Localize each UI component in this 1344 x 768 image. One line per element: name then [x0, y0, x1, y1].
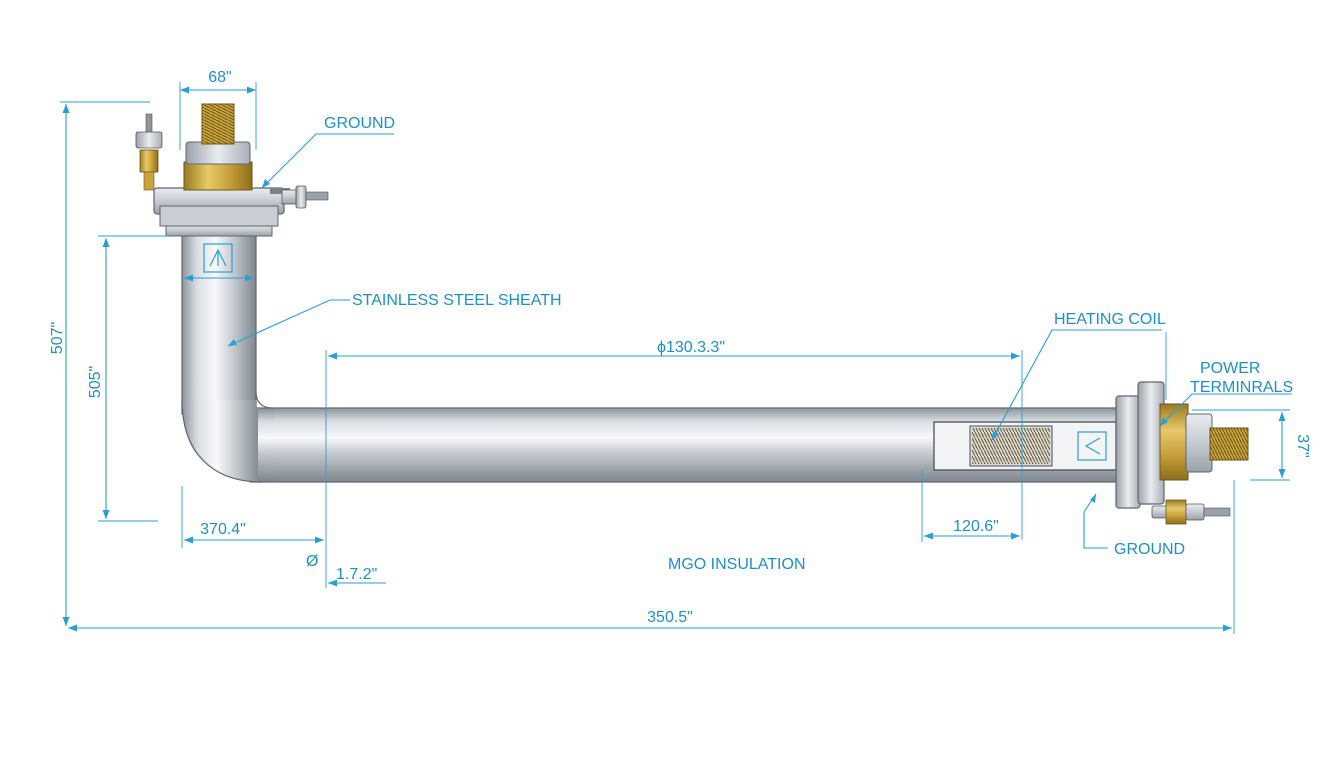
overall-length-dimension: 350.5"	[647, 609, 693, 626]
vertical-leg-dimension: 505"	[87, 366, 104, 398]
overall-height-dimension: 507"	[49, 322, 66, 354]
top-terminal-fitting	[153, 103, 290, 237]
right-height-dimension: 37"	[1294, 434, 1311, 457]
heating-coil-label: HEATING COIL	[1054, 311, 1166, 328]
power-terminals-label-line2: TERMINRALS	[1190, 379, 1293, 396]
right-terminal-fitting	[1115, 381, 1249, 509]
heating-coil-cutaway	[933, 421, 1117, 471]
ground-label-right: GROUND	[1114, 541, 1185, 558]
diameter-symbol: Ø	[306, 553, 318, 570]
top-ground-stud	[135, 113, 163, 191]
horizontal-run-dimension: ϕ130.3.3"	[657, 339, 725, 356]
small-offset-dimension: 1.7.2"	[336, 566, 377, 583]
right-ground-stud	[1151, 499, 1231, 525]
bend-offset-dimension: 370.4"	[200, 521, 246, 538]
insulation-symbol-icon	[1077, 431, 1107, 461]
coil-length-dimension: 120.6"	[953, 518, 999, 535]
top-width-dimension: 68"	[208, 69, 231, 86]
ground-label-top: GROUND	[324, 115, 395, 132]
sheath-label: STAINLESS STEEL SHEATH	[352, 292, 562, 309]
side-ground-screw	[281, 185, 329, 209]
insulation-label: MGO INSULATION	[668, 556, 806, 573]
power-terminals-label-line1: POWER	[1200, 360, 1260, 377]
sheath-marker-icon	[203, 243, 233, 273]
leader-lines	[227, 133, 1292, 549]
dimension-lines	[60, 82, 1290, 634]
